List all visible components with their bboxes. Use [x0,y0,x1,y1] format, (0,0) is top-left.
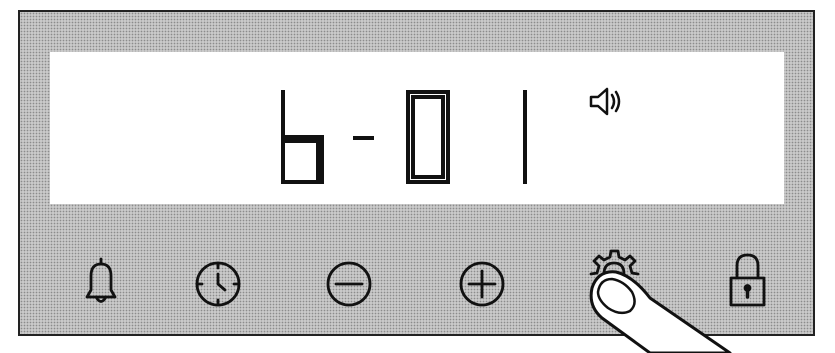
clock-icon [197,263,239,305]
minus-button[interactable] [320,255,380,315]
lock-button[interactable] [722,250,772,315]
speaker-icon [591,89,619,114]
display-char-zero [408,92,448,182]
display-char-b [283,92,322,182]
control-panel-frame: b-01 [18,10,815,336]
display-screen: b-01 [50,52,784,204]
settings-button[interactable] [582,250,642,300]
bell-button[interactable] [75,255,125,315]
plus-button[interactable] [452,255,512,315]
timer-button[interactable] [188,255,248,315]
display-readout [50,52,784,204]
